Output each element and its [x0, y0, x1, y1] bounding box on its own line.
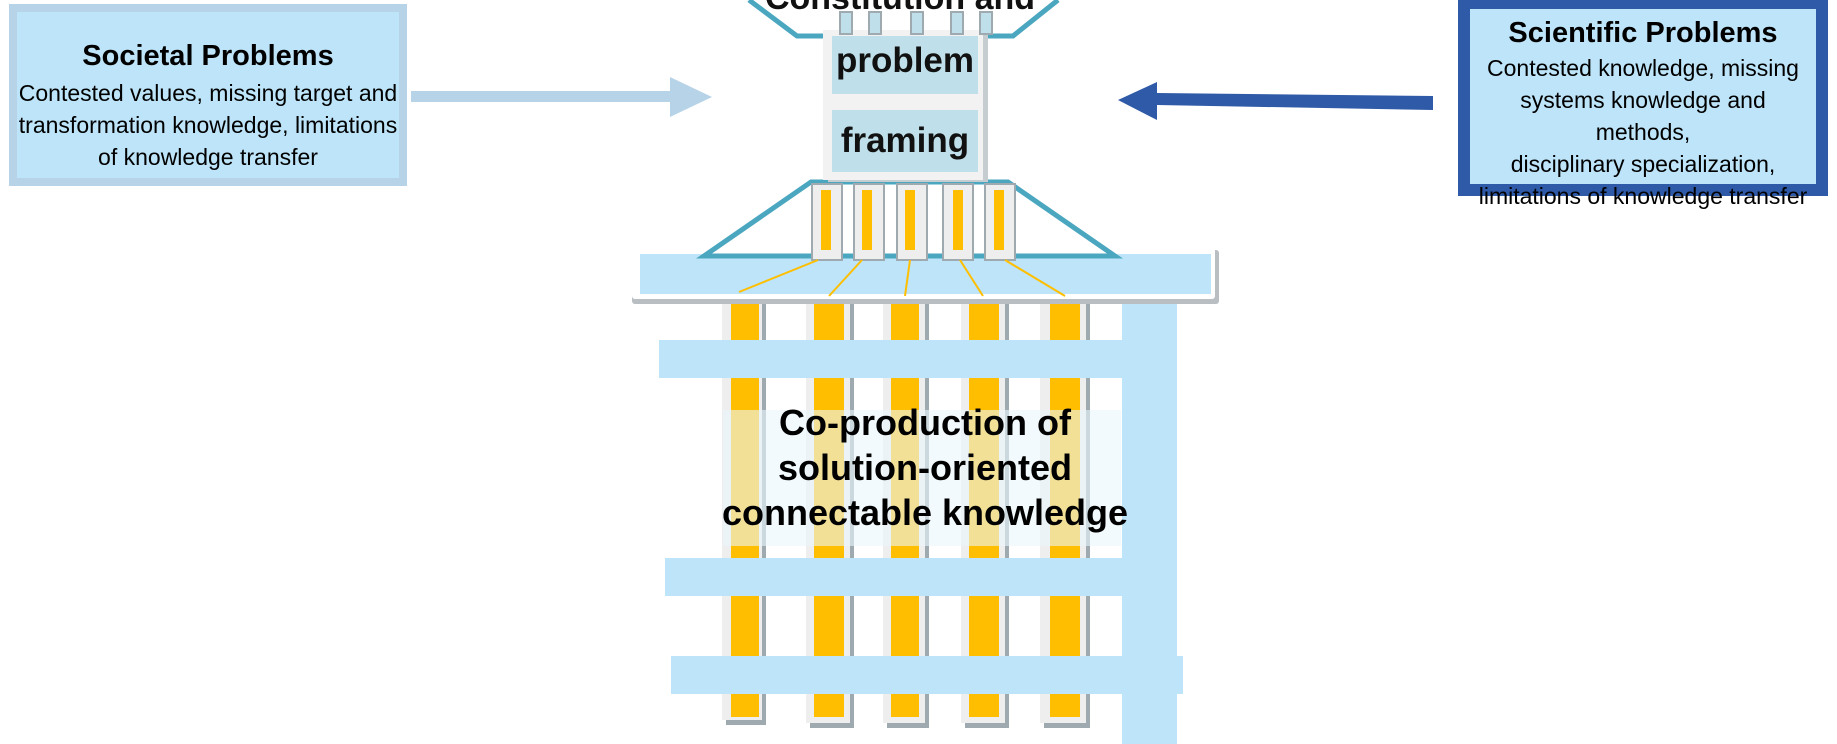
- scientific-problems-inner: Scientific Problems Contested knowledge,…: [1470, 9, 1816, 209]
- desc-line: disciplinary specialization,: [1510, 151, 1776, 177]
- framing-top-text: Constitution and: [735, 0, 1065, 18]
- coproduction-line: connectable knowledge: [721, 492, 1129, 533]
- framing-problem-label: problem: [832, 36, 978, 94]
- connector-lines: [738, 259, 1066, 297]
- connector-line: [828, 259, 863, 297]
- funnel-tab-fill: [953, 190, 963, 250]
- top-tabs: [839, 11, 993, 35]
- societal-problems-desc: Contested values, missing target and tra…: [17, 77, 399, 173]
- top-tab: [950, 11, 964, 35]
- connector-line: [904, 259, 911, 297]
- scientific-problems-box: Scientific Problems Contested knowledge,…: [1458, 0, 1828, 209]
- horizontal-weave-bar: [659, 340, 1125, 378]
- societal-problems-title: Societal Problems: [82, 40, 334, 72]
- framing-framing-label: framing: [832, 110, 978, 172]
- top-tab: [868, 11, 882, 35]
- top-tab: [979, 11, 993, 35]
- societal-problems-box: Societal Problems Contested values, miss…: [9, 4, 407, 186]
- funnel-tab-fill: [862, 190, 872, 250]
- connector-line: [959, 259, 984, 297]
- desc-line: Contested values, missing target and: [18, 80, 398, 106]
- desc-line: of knowledge transfer: [98, 144, 318, 170]
- arrow-shaft: [1157, 93, 1433, 110]
- funnel-tab-fill: [905, 190, 915, 250]
- top-tab: [910, 11, 924, 35]
- funnel-tabs: [811, 183, 1016, 261]
- coproduction-label: Co-production of solution-oriented conne…: [700, 400, 1150, 535]
- arrow-shaft: [411, 91, 681, 102]
- funnel-tab-fill: [821, 190, 831, 250]
- arrow-head: [1118, 82, 1157, 120]
- funnel-tab-fill: [994, 190, 1004, 250]
- desc-line: Contested knowledge, missing: [1487, 55, 1799, 81]
- coproduction-line: solution-oriented: [778, 447, 1072, 488]
- scientific-arrow: [1118, 82, 1433, 120]
- scientific-problems-desc: Contested knowledge, missing systems kno…: [1470, 52, 1816, 212]
- desc-line: limitations of knowledge transfer: [1478, 183, 1808, 209]
- connector-line: [1004, 259, 1066, 297]
- scientific-problems-title: Scientific Problems: [1508, 17, 1778, 49]
- desc-line: systems knowledge and methods,: [1520, 87, 1766, 145]
- arrow-head: [670, 77, 712, 117]
- desc-line: transformation knowledge, limitations: [18, 112, 398, 138]
- horizontal-weave-bar: [671, 656, 1183, 694]
- coproduction-line: Co-production of: [779, 402, 1071, 443]
- horizontal-weave-bar: [665, 558, 1125, 596]
- label-backdrop: [723, 410, 1121, 546]
- top-tab: [839, 11, 853, 35]
- societal-arrow: [411, 77, 712, 117]
- connector-line: [738, 259, 819, 293]
